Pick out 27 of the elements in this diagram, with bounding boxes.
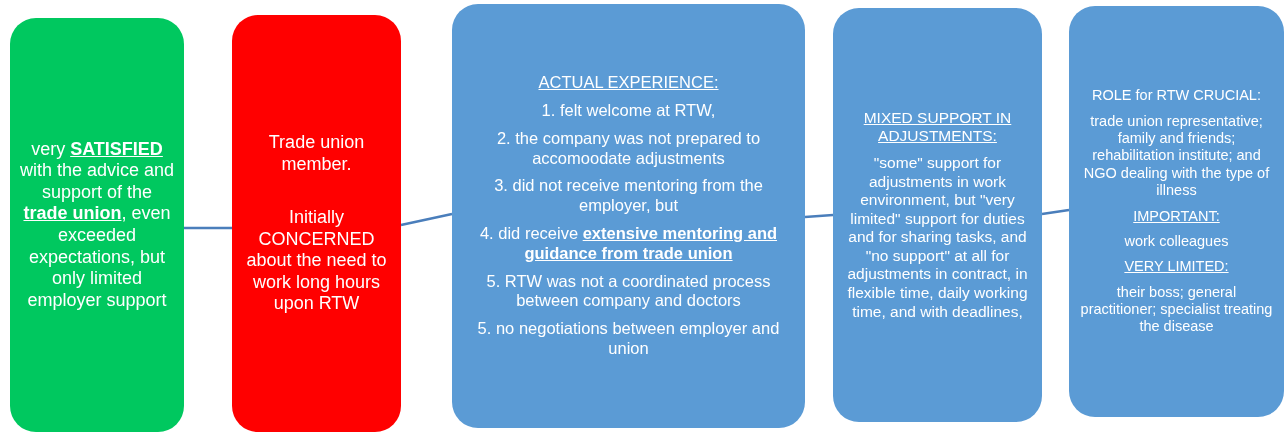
box-text: trade union representative; family and friends; rehabilitation institute; and NGO dealing with the type of illness: [1082, 112, 1271, 200]
rounded-box: [833, 8, 1042, 422]
connector-line: [804, 213, 834, 219]
box-text: 2. the company was not prepared to accomoodate adjustments: [495, 128, 762, 169]
box-text: MIXED SUPPORT IN ADJUSTMENTS:: [862, 108, 1013, 146]
connector-line: [184, 226, 232, 230]
box-text: Trade union member.: [267, 131, 366, 176]
box-text: Initially CONCERNED about the need to work long hours upon RTW: [245, 207, 388, 316]
box-text: ACTUAL EXPERIENCE:: [538, 73, 719, 93]
box-text: ROLE for RTW CRUCIAL:: [1092, 87, 1261, 105]
box-text: "some" support for adjustments in work environment, but "very limited" support for duties and for sharing tasks, and "no support" at all for adjustments in contract, in flexible time, daily working time, and with deadlines,: [846, 153, 1029, 322]
box-text: 4. did receive extensive mentoring and guidance from trade union: [478, 224, 779, 264]
box-text: VERY LIMITED:: [1124, 258, 1229, 276]
box-text: 1. felt welcome at RTW,: [541, 101, 716, 121]
box-text: 5. no negotiations between employer and union: [476, 319, 781, 359]
rounded-box: [10, 18, 184, 432]
box-text: 3. did not receive mentoring from the employer, but: [493, 176, 764, 216]
box-text: 5. RTW was not a coordinated process between company and doctors: [485, 271, 772, 312]
rounded-box: [232, 15, 401, 432]
connector-line: [400, 212, 453, 227]
rounded-box: [452, 4, 805, 428]
box-text: work colleagues: [1124, 232, 1229, 251]
rounded-box: [1069, 6, 1284, 417]
box-text: IMPORTANT:: [1133, 207, 1220, 225]
box-text: very SATISFIED with the advice and support of the trade union, even exceeded expectations, but only limited employer support: [18, 138, 176, 312]
connector-line: [1041, 208, 1070, 216]
box-text: their boss; general practitioner; specialist treating the disease: [1079, 283, 1274, 336]
